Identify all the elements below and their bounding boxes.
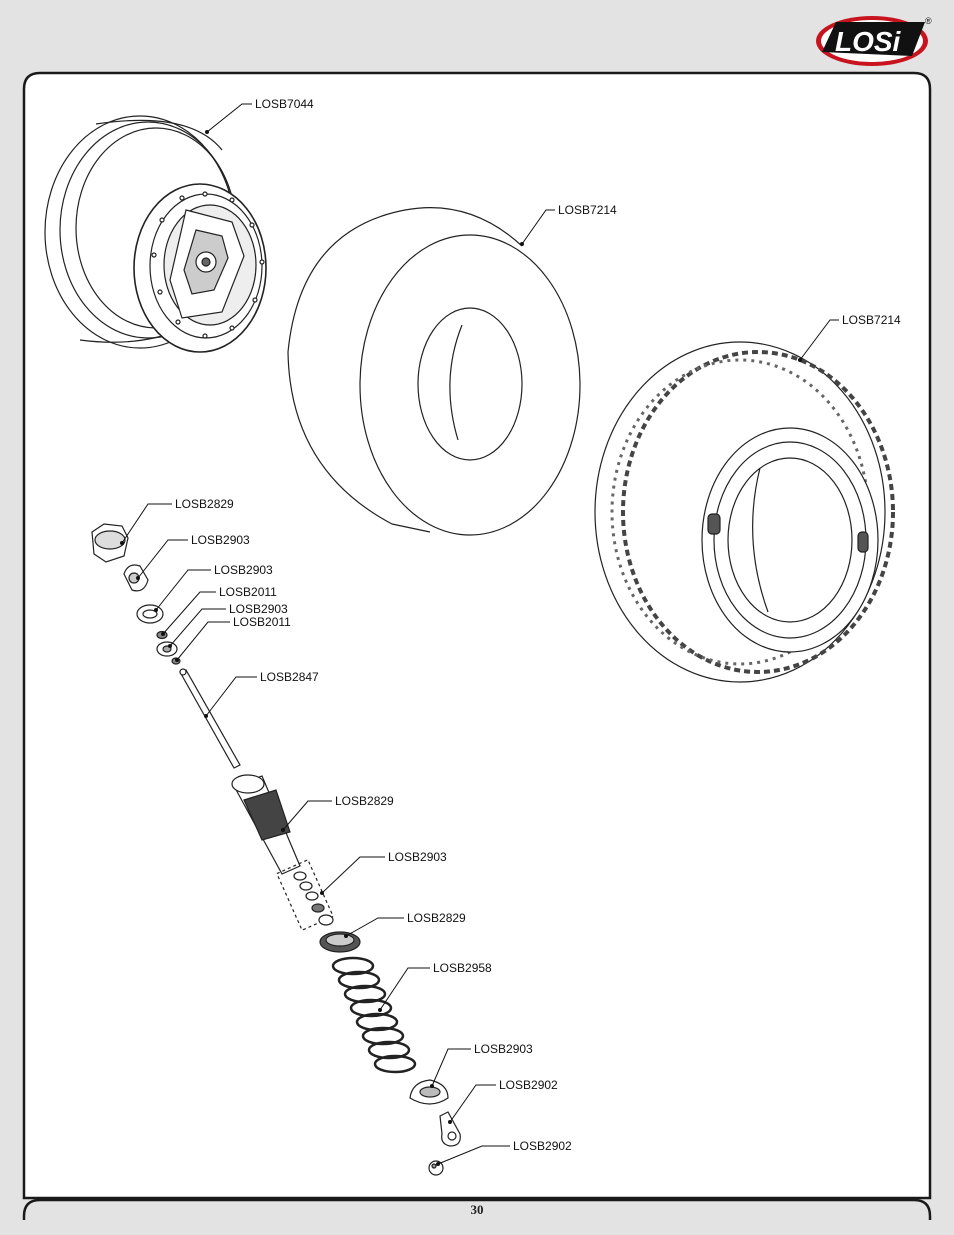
part-number-label: LOSB2829	[175, 497, 234, 511]
leader-dot-tire	[798, 358, 802, 362]
callout-wheel: LOSB7044	[205, 97, 314, 134]
leader-line-seal-kit	[321, 856, 385, 894]
callout-tire: LOSB7214	[798, 313, 901, 362]
callout-washer: LOSB2903	[154, 563, 273, 612]
leader-dot-seal-kit	[320, 891, 324, 895]
leader-line-collar	[345, 917, 404, 937]
leader-line-rod-end	[449, 1084, 496, 1123]
callout-top-cap: LOSB2829	[120, 497, 234, 545]
callout-oring-1: LOSB2011	[161, 585, 277, 636]
part-number-label: LOSB2903	[191, 533, 250, 547]
callout-seal-kit: LOSB2903	[320, 850, 447, 895]
registered-mark: ®	[925, 16, 932, 26]
part-number-label: LOSB2011	[219, 585, 277, 599]
leader-dot-collar	[344, 934, 348, 938]
callout-rod-end: LOSB2902	[448, 1078, 558, 1124]
foam-insert-drawing	[287, 207, 581, 536]
leader-dot-rod-end-top	[136, 576, 140, 580]
part-callouts: LOSB7044LOSB7214LOSB7214LOSB2829LOSB2903…	[120, 97, 901, 1166]
callout-cup: LOSB2903	[430, 1042, 533, 1088]
part-number-label: LOSB2903	[229, 602, 288, 616]
leader-line-oring-2	[176, 621, 230, 661]
part-number-label: LOSB2903	[474, 1042, 533, 1056]
leader-line-tire	[799, 319, 839, 361]
leader-line-body	[282, 800, 332, 831]
callout-collar: LOSB2829	[344, 911, 466, 938]
part-number-label: LOSB2847	[260, 670, 319, 684]
leader-line-piston	[169, 608, 226, 647]
leader-line-top-cap	[121, 503, 172, 544]
leader-line-shaft	[205, 676, 257, 717]
shock-parts-drawing	[91, 523, 461, 1176]
leader-line-ball	[437, 1145, 510, 1165]
leader-line-rod-end-top	[137, 539, 188, 579]
footer-bar	[22, 1198, 932, 1220]
part-number-label: LOSB2903	[214, 563, 273, 577]
leader-dot-piston	[168, 644, 172, 648]
leader-line-wheel	[206, 103, 252, 133]
tire-drawing	[594, 341, 895, 683]
leader-line-oring-1	[162, 591, 216, 635]
part-number-label: LOSB2903	[388, 850, 447, 864]
leader-dot-oring-2	[175, 658, 179, 662]
part-number-label: LOSB2958	[433, 961, 492, 975]
leader-dot-ball	[436, 1162, 440, 1166]
part-number-label: LOSB2902	[499, 1078, 558, 1092]
part-number-label: LOSB7214	[558, 203, 617, 217]
leader-line-washer	[155, 569, 211, 611]
leader-dot-rod-end	[448, 1120, 452, 1124]
part-number-label: LOSB7214	[842, 313, 901, 327]
leader-dot-cup	[430, 1084, 434, 1088]
part-number-label: LOSB2829	[407, 911, 466, 925]
part-number-label: LOSB2902	[513, 1139, 572, 1153]
leader-dot-top-cap	[120, 541, 124, 545]
leader-dot-spring	[378, 1008, 382, 1012]
part-number-label: LOSB2011	[233, 615, 291, 629]
page-number: 30	[471, 1202, 484, 1217]
callout-rod-end-top: LOSB2903	[136, 533, 250, 580]
leader-line-cup	[431, 1048, 471, 1087]
callout-body: LOSB2829	[281, 794, 394, 832]
leader-line-foam-insert	[521, 209, 555, 245]
callout-foam-insert: LOSB7214	[520, 203, 617, 246]
leader-dot-shaft	[204, 714, 208, 718]
callout-ball: LOSB2902	[436, 1139, 572, 1166]
leader-dot-wheel	[205, 130, 209, 134]
leader-dot-oring-1	[161, 632, 165, 636]
callout-piston: LOSB2903	[168, 602, 288, 648]
leader-dot-foam-insert	[520, 242, 524, 246]
losi-logo: LOSi ®	[816, 16, 932, 66]
logo-text: LOSi	[835, 26, 902, 57]
wheel-drawing	[44, 115, 267, 353]
leader-dot-washer	[154, 608, 158, 612]
callout-spring: LOSB2958	[378, 961, 492, 1012]
part-number-label: LOSB7044	[255, 97, 314, 111]
leader-line-spring	[379, 967, 430, 1011]
part-number-label: LOSB2829	[335, 794, 394, 808]
callout-oring-2: LOSB2011	[175, 615, 291, 662]
callout-shaft: LOSB2847	[204, 670, 319, 718]
leader-dot-body	[281, 828, 285, 832]
